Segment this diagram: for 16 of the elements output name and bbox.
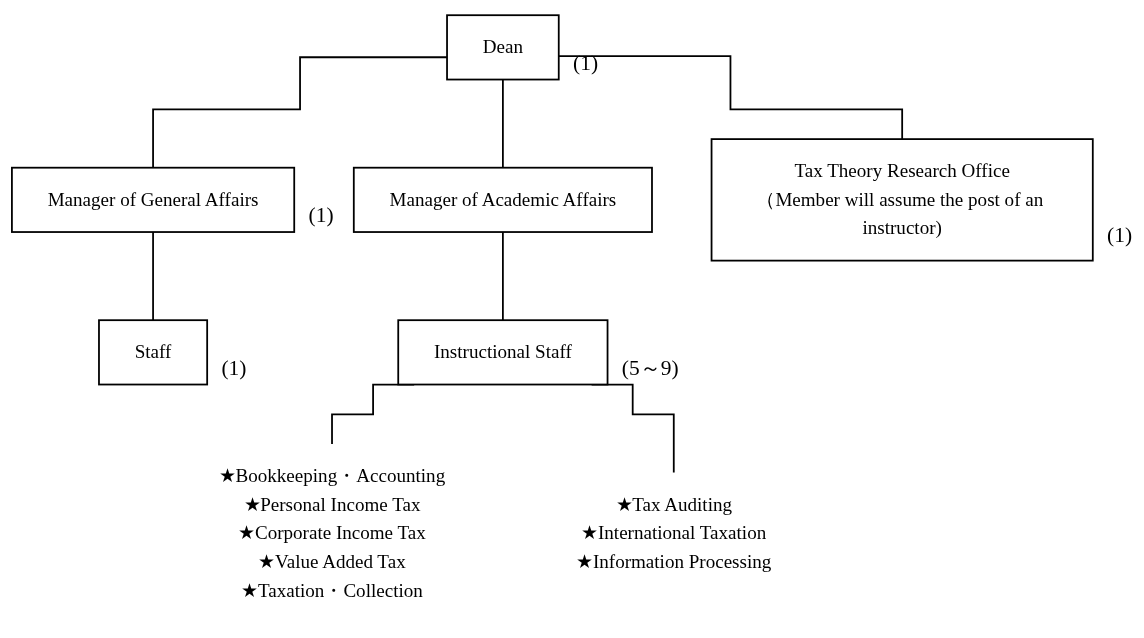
node-box: Tax Theory Research Office （Member will assume the post of an instructor) (710, 138, 1094, 262)
node-text: ★Tax Auditing ★International Taxation ★Information Processing (576, 494, 772, 572)
count-label: (1) (1107, 223, 1133, 248)
count-label: (1) (221, 355, 247, 380)
connector (152, 231, 154, 322)
connector (502, 78, 504, 169)
connector (502, 231, 504, 322)
node-box: Manager of General Affairs (11, 166, 296, 233)
count-label: (5～9) (621, 355, 679, 380)
node-text: ★Bookkeeping・Accounting ★Personal Income Tax ★Corporate Income Tax ★Value Added Tax ★Taxation・Collection (218, 465, 446, 601)
node-box: Instructional Staff (397, 319, 609, 386)
node-box: Manager of Academic Affairs (352, 166, 653, 233)
connector (152, 56, 448, 169)
node-box: Staff (98, 319, 209, 386)
count-label: (1) (308, 203, 334, 228)
node-box: Dean (446, 14, 560, 81)
